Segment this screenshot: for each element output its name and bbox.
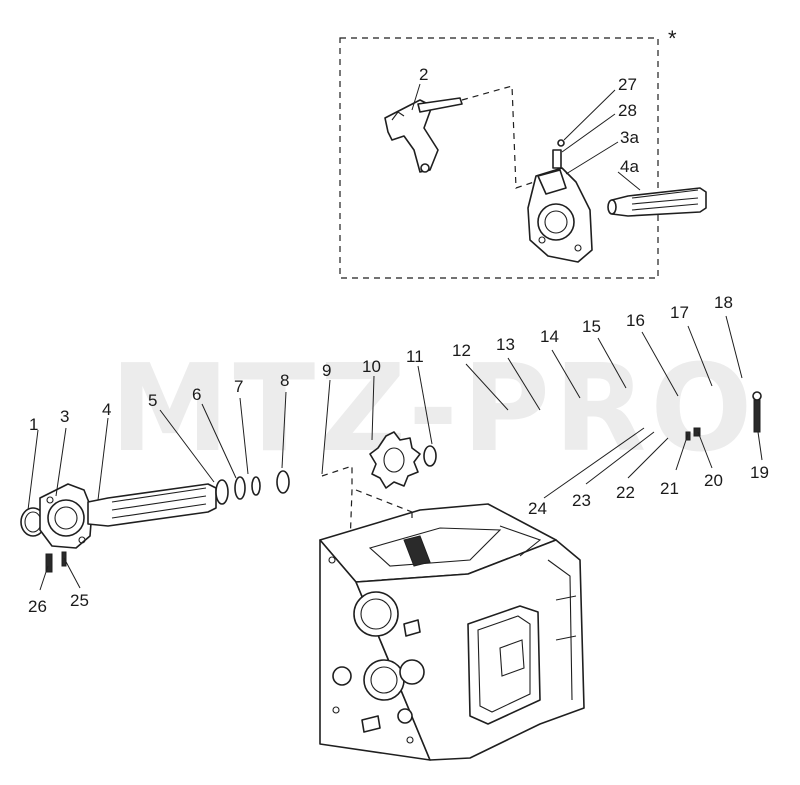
callout-14: 14 [540,327,559,346]
shaft-part-4 [87,483,217,527]
pin-part-19 [753,399,761,433]
ring-part-6 [234,476,246,500]
ring-part-11 [423,445,437,467]
callout-7: 7 [234,377,243,396]
callout-16: 16 [626,311,645,330]
callout-3a: 3a [620,128,639,147]
ring-part-8 [276,470,290,494]
flange-cover-part-3 [39,483,93,549]
spring-part-28 [552,149,562,169]
gear-part-10 [369,431,421,489]
inset-asterisk: * [668,26,677,51]
callout-20: 20 [704,471,723,490]
callout-23: 23 [572,491,591,510]
ring-part-7 [251,476,261,496]
gearbox-housing [319,503,585,761]
callout-27: 27 [618,75,637,94]
callout-2: 2 [419,65,428,84]
callout-9: 9 [322,361,331,380]
shift-fork-part-2 [384,85,541,189]
callout-1: 1 [29,415,38,434]
callout-25: 25 [70,591,89,610]
ring-part-5 [215,479,229,505]
callout-17: 17 [670,303,689,322]
callout-5: 5 [148,391,157,410]
callout-8: 8 [280,371,289,390]
callout-22: 22 [616,483,635,502]
callout-19: 19 [750,463,769,482]
callout-28: 28 [618,101,637,120]
callout-4: 4 [102,400,111,419]
callout-10: 10 [362,357,381,376]
callout-4a: 4a [620,157,639,176]
inset-dashed-frame [339,37,659,279]
variant-inset: * [339,26,707,279]
callout-6: 6 [192,385,201,404]
callout-13: 13 [496,335,515,354]
callout-26: 26 [28,597,47,616]
callout-18: 18 [714,293,733,312]
callout-15: 15 [582,317,601,336]
callout-21: 21 [660,479,679,498]
ball-part-27 [557,139,565,147]
bracket-part-3a [527,167,593,263]
splined-shaft-part-4a [607,187,707,217]
callout-24: 24 [528,499,547,518]
callout-12: 12 [452,341,471,360]
callout-11: 11 [406,347,424,366]
shaft-assembly: 1 3 4 5 6 7 8 9 10 11 12 13 14 15 16 17 … [20,293,769,616]
callout-3: 3 [60,407,69,426]
